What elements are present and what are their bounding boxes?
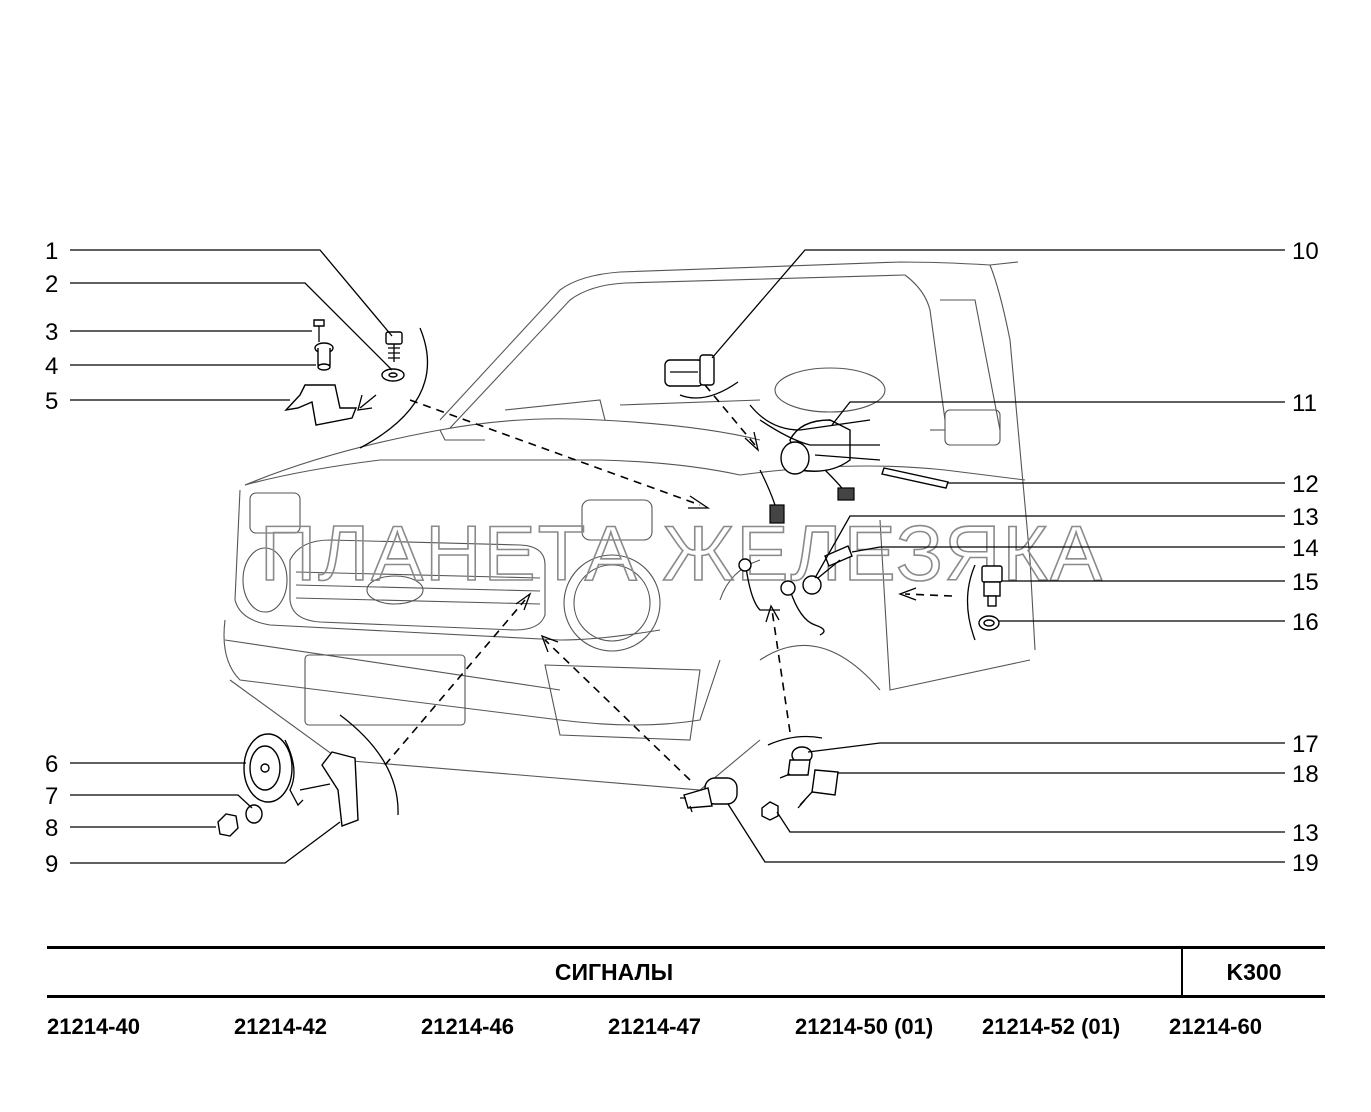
callout-7: 7 (45, 783, 58, 810)
model-code: 21214-52 (01) (982, 1014, 1121, 1039)
callout-13-upper: 13 (1292, 504, 1319, 531)
diagram-code: K300 (1226, 959, 1282, 985)
callout-2: 2 (45, 271, 58, 298)
title-block: СИГНАЛЫ K300 (47, 946, 1325, 998)
callout-8: 8 (45, 815, 58, 842)
part-group-brake-switch (738, 545, 853, 636)
callout-6: 6 (45, 751, 58, 778)
part-group-horn (217, 714, 399, 837)
callout-1: 1 (45, 238, 58, 265)
callout-9: 9 (45, 851, 58, 878)
callout-5: 5 (45, 388, 58, 415)
model-code: 21214-60 (1169, 1014, 1262, 1039)
part-group-steering-column (749, 404, 949, 524)
callout-numbers: 1 2 3 4 5 6 7 8 9 10 11 12 13 14 15 16 1… (45, 238, 1319, 878)
callout-3: 3 (45, 319, 58, 346)
part-group-bottom-center (680, 777, 738, 813)
model-list: 21214-40 21214-42 21214-46 21214-47 2121… (47, 1014, 1325, 1044)
watermark: ПЛАНЕТА ЖЕЛЕЗЯКА (260, 509, 1104, 597)
model-code: 21214-40 (47, 1014, 140, 1039)
part-group-bottom-right (761, 735, 839, 821)
callout-16: 16 (1292, 609, 1319, 636)
leader-lines (70, 249, 1285, 864)
part-group-right (966, 564, 1003, 641)
callout-13-lower: 13 (1292, 820, 1319, 847)
callout-12: 12 (1292, 471, 1319, 498)
callout-17: 17 (1292, 731, 1319, 758)
vehicle-outline (223, 261, 1036, 791)
part-group-top-center (664, 354, 739, 399)
callout-11: 11 (1292, 390, 1317, 417)
callout-14: 14 (1292, 535, 1319, 562)
callout-4: 4 (45, 353, 58, 380)
model-code: 21214-42 (234, 1014, 327, 1039)
model-code: 21214-47 (608, 1014, 701, 1039)
callout-19: 19 (1292, 850, 1319, 877)
model-code: 21214-50 (01) (795, 1014, 934, 1039)
callout-18: 18 (1292, 761, 1319, 788)
part-group-top-left (284, 319, 429, 449)
assembly-arrows (357, 384, 953, 781)
callout-10: 10 (1292, 238, 1319, 265)
model-code: 21214-46 (421, 1014, 514, 1039)
diagram-title: СИГНАЛЫ (47, 949, 1183, 995)
callout-15: 15 (1292, 569, 1319, 596)
